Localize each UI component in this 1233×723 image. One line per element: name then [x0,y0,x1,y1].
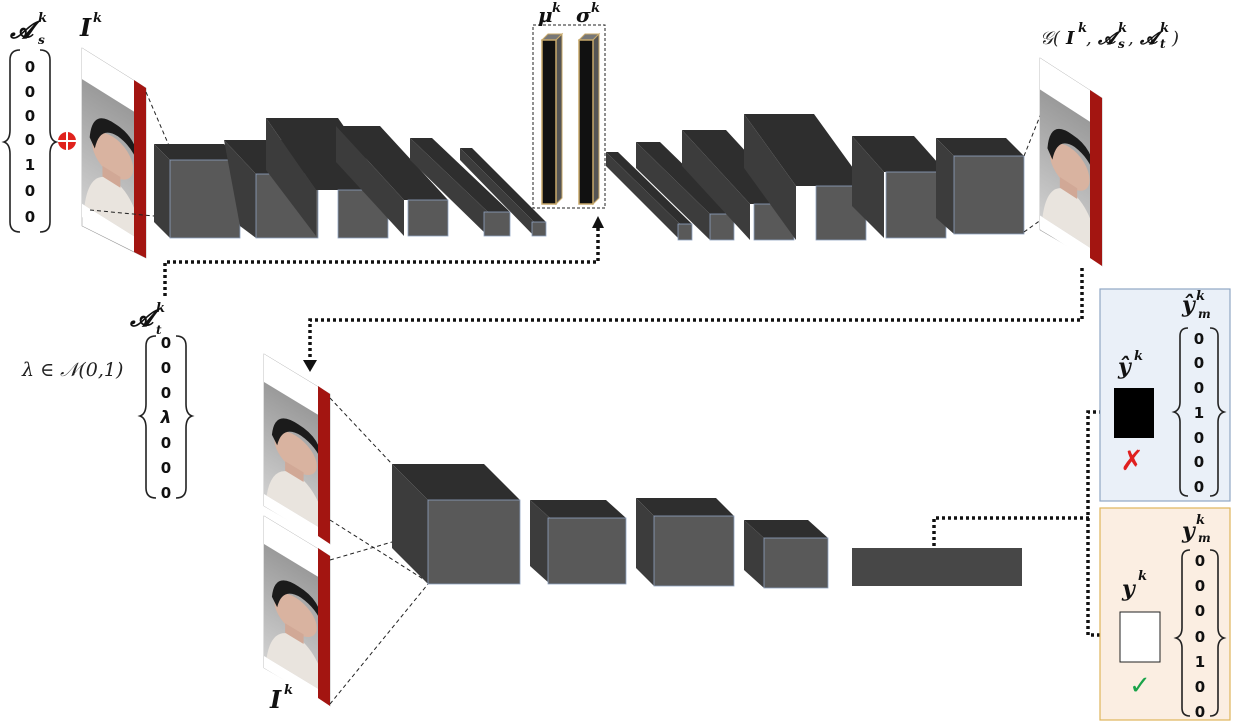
generated-image-bottom [263,353,331,546]
svg-text:k: k [284,683,293,698]
svg-text:m: m [1198,307,1211,321]
sigma-label: σ k [576,1,600,27]
svg-text:0: 0 [1194,354,1204,372]
predicted-panel: ŷ k m ŷ k ✗ 0 0 0 1 0 0 0 [1099,288,1231,502]
mu-label: μ k [538,1,561,27]
svg-text:0: 0 [1195,577,1205,595]
svg-text:0: 0 [1195,552,1205,570]
svg-text:ŷ: ŷ [1117,354,1133,380]
svg-text:μ: μ [538,3,553,27]
svg-text:k: k [38,11,47,26]
svg-text:0: 0 [1195,703,1205,721]
arrow-head-disc [303,360,317,372]
svg-text:0: 0 [25,107,35,125]
target-attribute-vector: 0 0 0 λ 0 0 0 [137,334,195,502]
predicted-vector-label: ŷ k m [1181,289,1211,321]
ground-truth-panel: y k m y k ✓ 0 0 0 0 1 0 0 [1099,507,1231,721]
svg-text:k: k [552,1,561,16]
svg-text:k: k [93,11,102,26]
svg-text:t: t [1160,37,1166,51]
predicted-vector: 0 0 0 1 0 0 0 [1171,327,1227,497]
svg-text:k: k [1134,349,1143,364]
svg-text:t: t [156,323,162,337]
svg-text:y: y [1181,518,1197,544]
svg-text:0: 0 [1194,379,1204,397]
svg-text:1: 1 [25,156,35,174]
svg-text:0: 0 [161,384,171,402]
input-image-top [81,47,147,259]
svg-text:k: k [591,1,600,16]
concat-icon [58,132,76,150]
true-vector-label: y k m [1181,513,1211,545]
svg-text:0: 0 [161,484,171,502]
svg-text:,: , [1128,28,1134,49]
predicted-output-box [1114,388,1154,438]
svg-text:0: 0 [25,58,35,76]
svg-text:k: k [1138,569,1147,584]
svg-text:k: k [1118,21,1127,36]
svg-text:,: , [1086,28,1092,49]
arrow-head-latent [592,216,604,228]
correct-icon: ✓ [1129,671,1151,701]
svg-text:0: 0 [25,131,35,149]
bottom-projection-lines [329,397,429,705]
svg-text:y: y [1121,576,1137,602]
svg-text:0: 0 [161,434,171,452]
svg-text:s: s [1118,37,1125,51]
svg-text:0: 0 [1194,429,1204,447]
input-image-label-bottom: I k [269,683,293,714]
wrong-icon: ✗ [1120,444,1143,477]
svg-text:0: 0 [1195,628,1205,646]
predicted-label: ŷ k [1117,349,1143,380]
svg-text:0: 0 [161,359,171,377]
input-image-label-top: I k [79,11,102,42]
generated-image-top [1039,57,1103,269]
svg-text:0: 0 [1195,602,1205,620]
sigma-bar [577,32,601,206]
true-vector: 0 0 0 0 1 0 0 [1173,549,1227,721]
svg-text:0: 0 [25,83,35,101]
target-attribute-label: 𝓐 k t [129,301,165,337]
encoder-blocks [154,118,547,239]
svg-text:k: k [156,301,165,316]
svg-text:λ: λ [160,408,172,428]
svg-text:m: m [1198,531,1211,545]
svg-text:k: k [1196,289,1205,304]
real-image-bottom [263,515,331,708]
svg-text:0: 0 [1194,478,1204,496]
svg-text:1: 1 [1194,404,1204,422]
svg-text:0: 0 [161,334,171,352]
source-attribute-label: 𝓐 k s [9,11,47,47]
svg-text:0: 0 [25,208,35,226]
svg-text:I: I [1065,28,1075,49]
svg-text:ŷ: ŷ [1181,292,1197,318]
generator-output-label: 𝒢( I k , 𝓐 k s , 𝓐 k t ) [1040,21,1179,51]
discriminator-blocks [392,464,1022,589]
svg-text:k: k [1196,513,1205,528]
true-label: y k [1121,569,1147,602]
latent-box [532,24,606,209]
source-attribute-vector: 0 0 0 0 1 0 0 [1,49,59,233]
svg-text:I: I [269,685,282,714]
lambda-distribution: λ ∈ 𝒩(0,1) [21,359,123,381]
svg-text:0: 0 [25,182,35,200]
svg-text:k: k [1160,21,1169,36]
svg-text:s: s [38,33,45,47]
decoder-blocks [606,114,1025,241]
svg-text:I: I [79,13,92,42]
svg-text:0: 0 [1194,453,1204,471]
svg-text:0: 0 [161,459,171,477]
svg-text:): ) [1171,28,1179,49]
true-output-box [1119,611,1161,663]
svg-text:𝒢(: 𝒢( [1040,28,1061,49]
svg-text:1: 1 [1195,653,1205,671]
svg-text:σ: σ [576,3,591,27]
svg-text:0: 0 [1194,330,1204,348]
svg-text:k: k [1078,21,1087,36]
svg-text:0: 0 [1195,678,1205,696]
mu-bar [540,32,564,206]
